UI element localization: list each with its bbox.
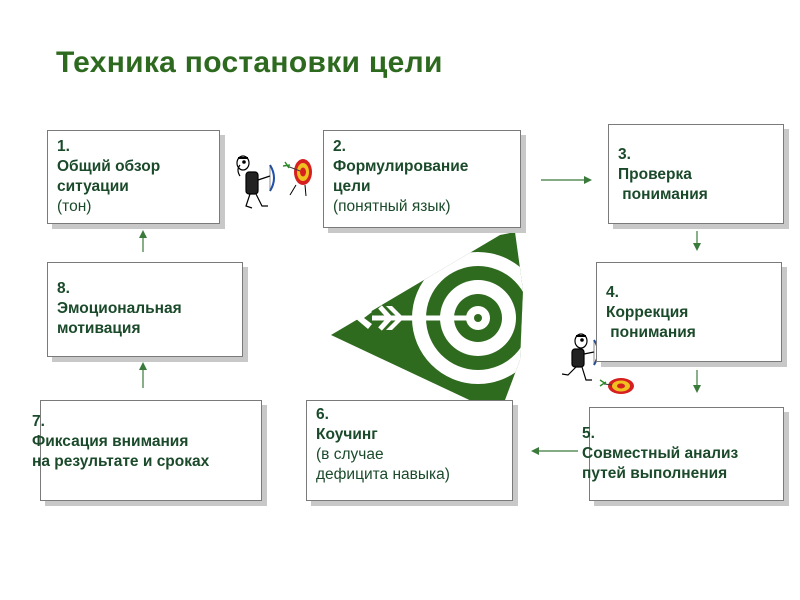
step-number: 3. xyxy=(618,146,631,163)
step-5-text: 5. Совместный анализ путей выполнения xyxy=(582,424,738,484)
step-line: на результате и сроках xyxy=(32,453,210,470)
step-line: Общий обзор xyxy=(57,158,161,175)
step-line: Фиксация внимания xyxy=(32,433,189,450)
step-5-box xyxy=(589,407,784,501)
step-number: 8. xyxy=(57,280,70,297)
step-note: дефицита навыка) xyxy=(316,466,450,483)
step-line: ситуации xyxy=(57,178,129,195)
step-7-text: 7. Фиксация внимания на результате и сро… xyxy=(32,412,209,472)
step-note: (в случае xyxy=(316,446,384,463)
step-number: 7. xyxy=(32,413,45,430)
step-number: 5. xyxy=(582,425,595,442)
step-line: путей выполнения xyxy=(582,465,728,482)
step-line: мотивация xyxy=(57,320,141,337)
step-8-box: 8. Эмоциональная мотивация xyxy=(47,262,243,357)
step-number: 4. xyxy=(606,284,619,301)
step-number: 2. xyxy=(333,138,346,155)
step-line: цели xyxy=(333,178,371,195)
step-line: Проверка xyxy=(618,166,692,183)
step-line: понимания xyxy=(618,186,708,203)
step-line: Коррекция xyxy=(606,304,689,321)
step-2-box: 2. Формулирование цели (понятный язык) xyxy=(323,130,521,228)
step-number: 1. xyxy=(57,138,70,155)
step-line: Коучинг xyxy=(316,426,378,443)
step-3-box: 3. Проверка понимания xyxy=(608,124,784,224)
step-line: Эмоциональная xyxy=(57,300,182,317)
step-4-box: 4. Коррекция понимания xyxy=(596,262,782,362)
step-note: (тон) xyxy=(57,198,92,215)
step-1-box: 1. Общий обзор ситуации (тон) xyxy=(47,130,220,224)
step-line: понимания xyxy=(606,324,696,341)
step-7-box xyxy=(40,400,262,501)
step-line: Совместный анализ xyxy=(582,445,739,462)
page-title: Техника постановки цели xyxy=(56,46,443,79)
step-6-box: 6. Коучинг (в случае дефицита навыка) xyxy=(306,400,513,501)
step-line: Формулирование xyxy=(333,158,469,175)
step-note: (понятный язык) xyxy=(333,198,451,215)
step-number: 6. xyxy=(316,406,329,423)
